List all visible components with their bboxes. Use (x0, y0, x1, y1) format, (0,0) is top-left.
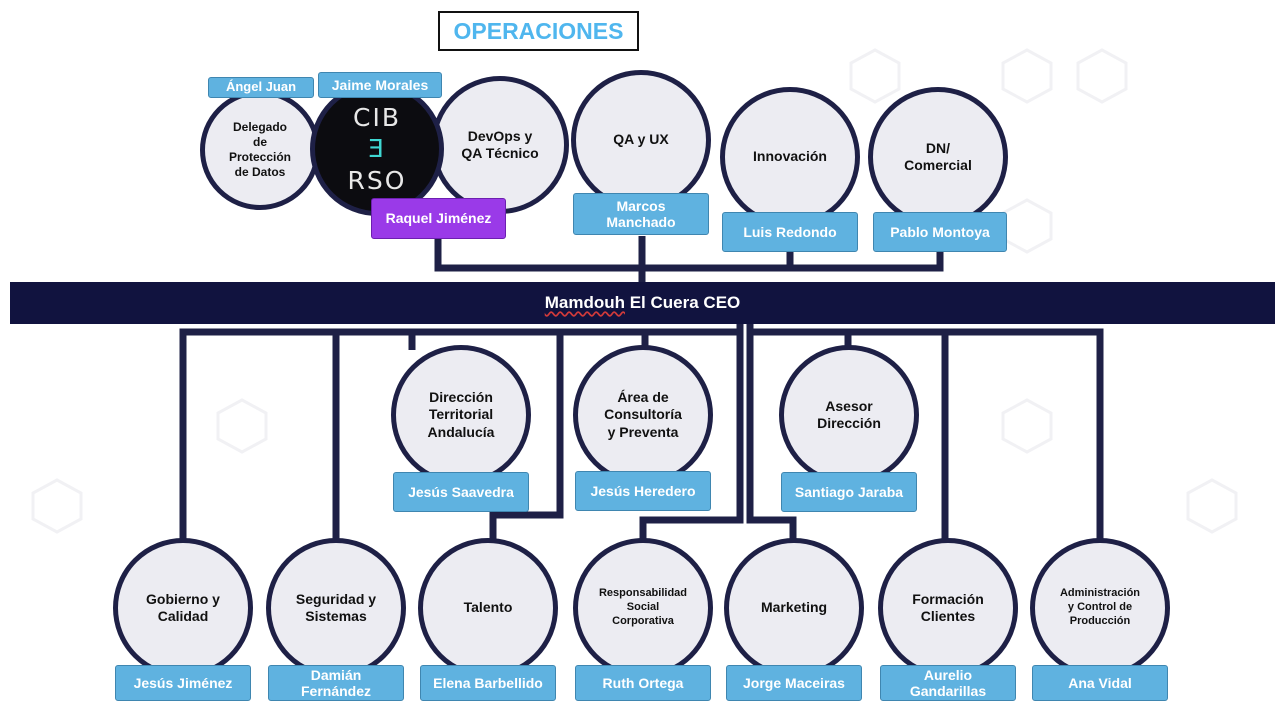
connector-rsc (639, 322, 744, 552)
hexagon-watermark (1186, 478, 1238, 534)
hexagon-watermark (31, 478, 83, 534)
hexagon-watermark (216, 398, 268, 454)
name-tag-jesus-jimenez: Jesús Jiménez (115, 665, 251, 701)
name-tag-elena-barbellido: Elena Barbellido (420, 665, 556, 701)
hexagon-watermark (1001, 398, 1053, 454)
circle-innovacion: Innovación (720, 87, 860, 227)
circle-area-consultoria-preventa: Área de Consultoría y Preventa (573, 345, 713, 485)
hexagon-watermark (849, 48, 901, 104)
circle-qa-ux: QA y UX (571, 70, 711, 210)
connector-gobierno (179, 328, 740, 545)
connector-marketing (746, 322, 797, 550)
circle-direccion-territorial-andalucia: Dirección Territorial Andalucía (391, 345, 531, 485)
connector-right (750, 328, 1104, 548)
name-tag-raquel-jimenez: Raquel Jiménez (371, 198, 506, 239)
ceo-title: El Cuera CEO (625, 293, 741, 312)
name-tag-pablo-montoya: Pablo Montoya (873, 212, 1007, 252)
circle-asesor-direccion: Asesor Dirección (779, 345, 919, 485)
circle-responsabilidad-social-corporativa: Responsabilidad Social Corporativa (573, 538, 713, 678)
name-tag-luis-redondo: Luis Redondo (722, 212, 858, 252)
connector-top-devops (434, 236, 642, 272)
ceo-bar: Mamdouh El Cuera CEO (10, 282, 1275, 324)
ceo-name: Mamdouh (544, 293, 625, 312)
name-tag-marcos-manchado: Marcos Manchado (573, 193, 709, 235)
circle-devops-qa-tecnico: DevOps y QA Técnico (431, 76, 569, 214)
connector-talento (489, 332, 564, 560)
name-tag-ana-vidal: Ana Vidal (1032, 665, 1168, 701)
name-tag-jorge-maceiras: Jorge Maceiras (726, 665, 862, 701)
name-tag-jesus-saavedra: Jesús Saavedra (393, 472, 529, 512)
circle-gobierno-calidad: Gobierno y Calidad (113, 538, 253, 678)
circle-seguridad-sistemas: Seguridad y Sistemas (266, 538, 406, 678)
circle-marketing: Marketing (724, 538, 864, 678)
name-tag-angel-juan: Ángel Juan (208, 77, 314, 98)
name-tag-aurelio-gandarillas: Aurelio Gandarillas (880, 665, 1016, 701)
circle-formacion-clientes: Formación Clientes (878, 538, 1018, 678)
hexagon-watermark (1076, 48, 1128, 104)
circle-administracion-control-produccion: Administración y Control de Producción (1030, 538, 1170, 678)
circle-talento: Talento (418, 538, 558, 678)
connector-top-right (642, 250, 944, 272)
circle-dn-comercial: DN/ Comercial (868, 87, 1008, 227)
name-tag-jesus-heredero: Jesús Heredero (575, 471, 711, 511)
name-tag-damian-fernandez: Damián Fernández (268, 665, 404, 701)
name-tag-santiago-jaraba: Santiago Jaraba (781, 472, 917, 512)
name-tag-jaime-morales: Jaime Morales (318, 72, 442, 98)
hexagon-watermark (1001, 48, 1053, 104)
section-title: OPERACIONES (438, 11, 639, 51)
circle-delegado-proteccion-datos: Delegado de Protección de Datos (200, 90, 320, 210)
name-tag-ruth-ortega: Ruth Ortega (575, 665, 711, 701)
